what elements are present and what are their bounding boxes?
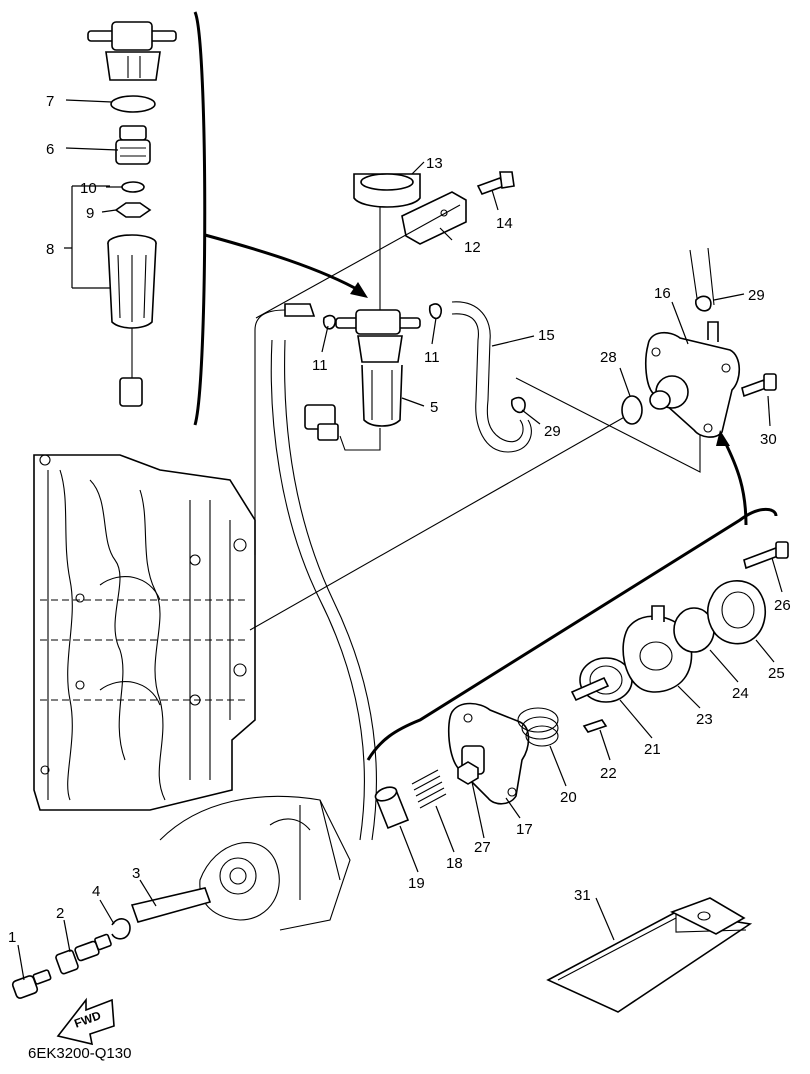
shaft-3 [130,887,212,923]
callout-31: 31 [574,887,591,904]
cover-25 [706,580,766,645]
diaphragm-21 [570,657,633,703]
callout-11-left: 11 [312,357,328,374]
filter-detail-group [64,11,368,426]
callout-10: 10 [80,180,97,197]
spring-20 [517,707,559,747]
callout-13: 13 [426,155,443,172]
plug-1 [11,969,52,999]
callout-12: 12 [464,239,481,256]
cap-19 [374,786,410,830]
lower-engine [159,303,378,931]
callout-23: 23 [696,711,713,728]
callout-29-upper: 29 [748,287,765,304]
fuel-pump-16 [645,247,741,438]
bracket-12 [401,191,467,245]
callout-26: 26 [774,597,791,614]
callout-18: 18 [446,855,463,872]
callout-6: 6 [46,141,54,158]
valve-2 [55,933,112,975]
callout-20: 20 [560,789,577,806]
callout-1: 1 [8,929,16,946]
callout-3: 3 [132,865,140,882]
callout-29-lower: 29 [544,423,561,440]
callout-28: 28 [600,349,617,366]
callout-27: 27 [474,839,491,856]
callout-24: 24 [732,685,749,702]
clip-29-upper [695,295,712,312]
callout-25: 25 [768,665,785,682]
pin-22 [582,719,608,733]
screw-26 [743,541,789,570]
screw-30 [741,373,777,398]
callout-labels: 1 2 3 4 5 6 7 8 9 10 11 11 12 13 14 15 1… [8,93,791,946]
nut-27 [457,761,479,785]
pouch-31 [546,897,753,1013]
callout-15: 15 [538,327,555,344]
clip-11-left [322,314,337,330]
document-code: 6EK3200-Q130 [28,1045,131,1062]
bolt-14 [476,171,515,195]
fuel-filter-5 [304,309,421,451]
callout-9: 9 [86,205,94,222]
filter-cup-8 [107,234,157,407]
callout-2: 2 [56,905,64,922]
callout-16: 16 [654,285,671,302]
filter-cap [87,21,177,81]
clip-4 [111,918,131,940]
clip-29-lower [510,396,526,414]
callout-8: 8 [46,241,54,258]
clip-11-right [428,303,443,320]
hose-15 [451,301,532,453]
callout-22: 22 [600,765,617,782]
callout-17: 17 [516,821,533,838]
holder-13 [353,173,421,310]
callout-21: 21 [644,741,661,758]
leader-lines [17,99,783,981]
spring-18 [411,769,447,809]
callout-4: 4 [92,883,100,900]
callout-7: 7 [46,93,54,110]
callout-14: 14 [496,215,513,232]
fwd-arrow: FWD [56,997,115,1046]
element-6 [115,125,151,165]
gasket-28 [621,395,643,425]
cylinder-block [33,454,256,811]
spring-9 [114,202,152,218]
pump-cover-17 [447,702,530,805]
o-ring-7 [110,95,156,113]
callout-11-right: 11 [424,349,440,366]
callout-19: 19 [408,875,425,892]
drain-assembly: FWD [11,887,212,1046]
callout-5: 5 [430,399,438,416]
callout-30: 30 [760,431,777,448]
washer-10 [121,181,145,193]
